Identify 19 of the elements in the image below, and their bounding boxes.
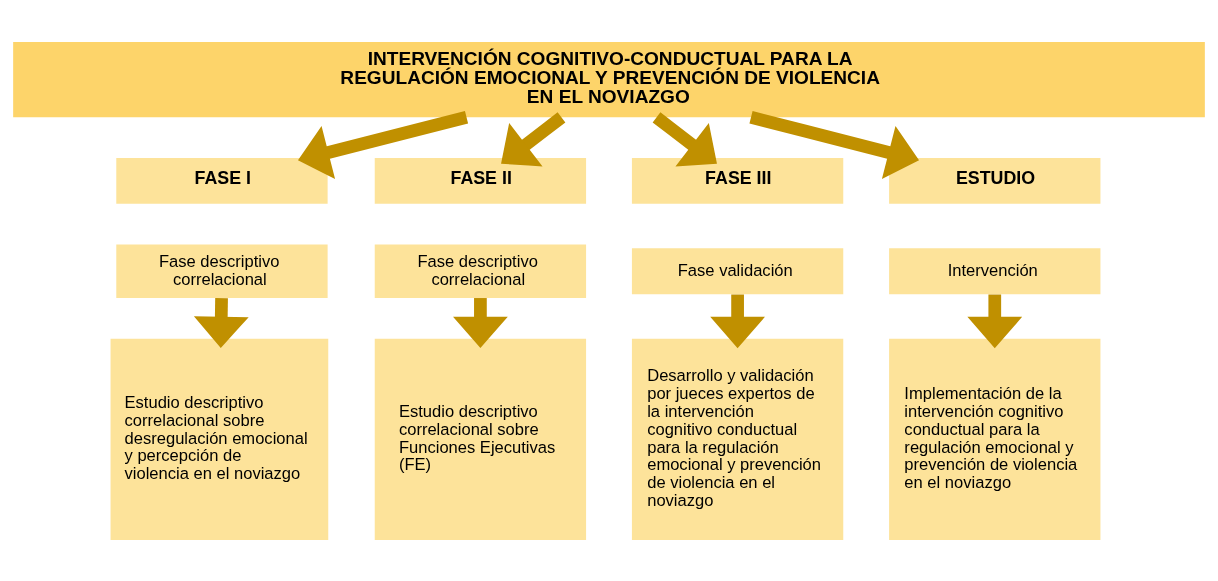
node-box: Estudio descriptivo correlacional sobre Funciones Ejecutivas (FE) (374, 338, 587, 540)
node-box: FASE III (631, 157, 844, 204)
node-box: FASE I (116, 157, 328, 204)
arrow (652, 111, 717, 166)
node-box: Fase descriptivo correlacional (374, 244, 587, 298)
node-box: FASE II (374, 157, 587, 204)
node-box: Fase validación (631, 247, 844, 294)
arrow (501, 111, 566, 166)
arrow (453, 297, 508, 348)
node-box: ESTUDIO (889, 157, 1101, 204)
node-box: Implementación de la intervención cognitivo conductual para la regulación emocional y prevención de violencia en el noviazgo (889, 338, 1101, 540)
arrow (967, 294, 1023, 348)
arrow (710, 294, 765, 348)
node-box: Desarrollo y validación por jueces expertos de la intervención cognitivo conductual para la regulación emocional y prevención de violencia en el noviazgo (631, 338, 844, 540)
arrow (193, 297, 249, 348)
node-box: INTERVENCIÓN COGNITIVO-CONDUCTUAL PARA LA REGULACIÓN EMOCIONAL Y PREVENCIÓN DE VIOLENCIA EN EL NOVIAZGO (13, 41, 1205, 117)
node-box: Fase descriptivo correlacional (116, 244, 328, 298)
node-box: Intervención (889, 247, 1101, 294)
node-box: Estudio descriptivo correlacional sobre desregulación emocional y percepción de violencia en el noviazgo (110, 338, 329, 540)
